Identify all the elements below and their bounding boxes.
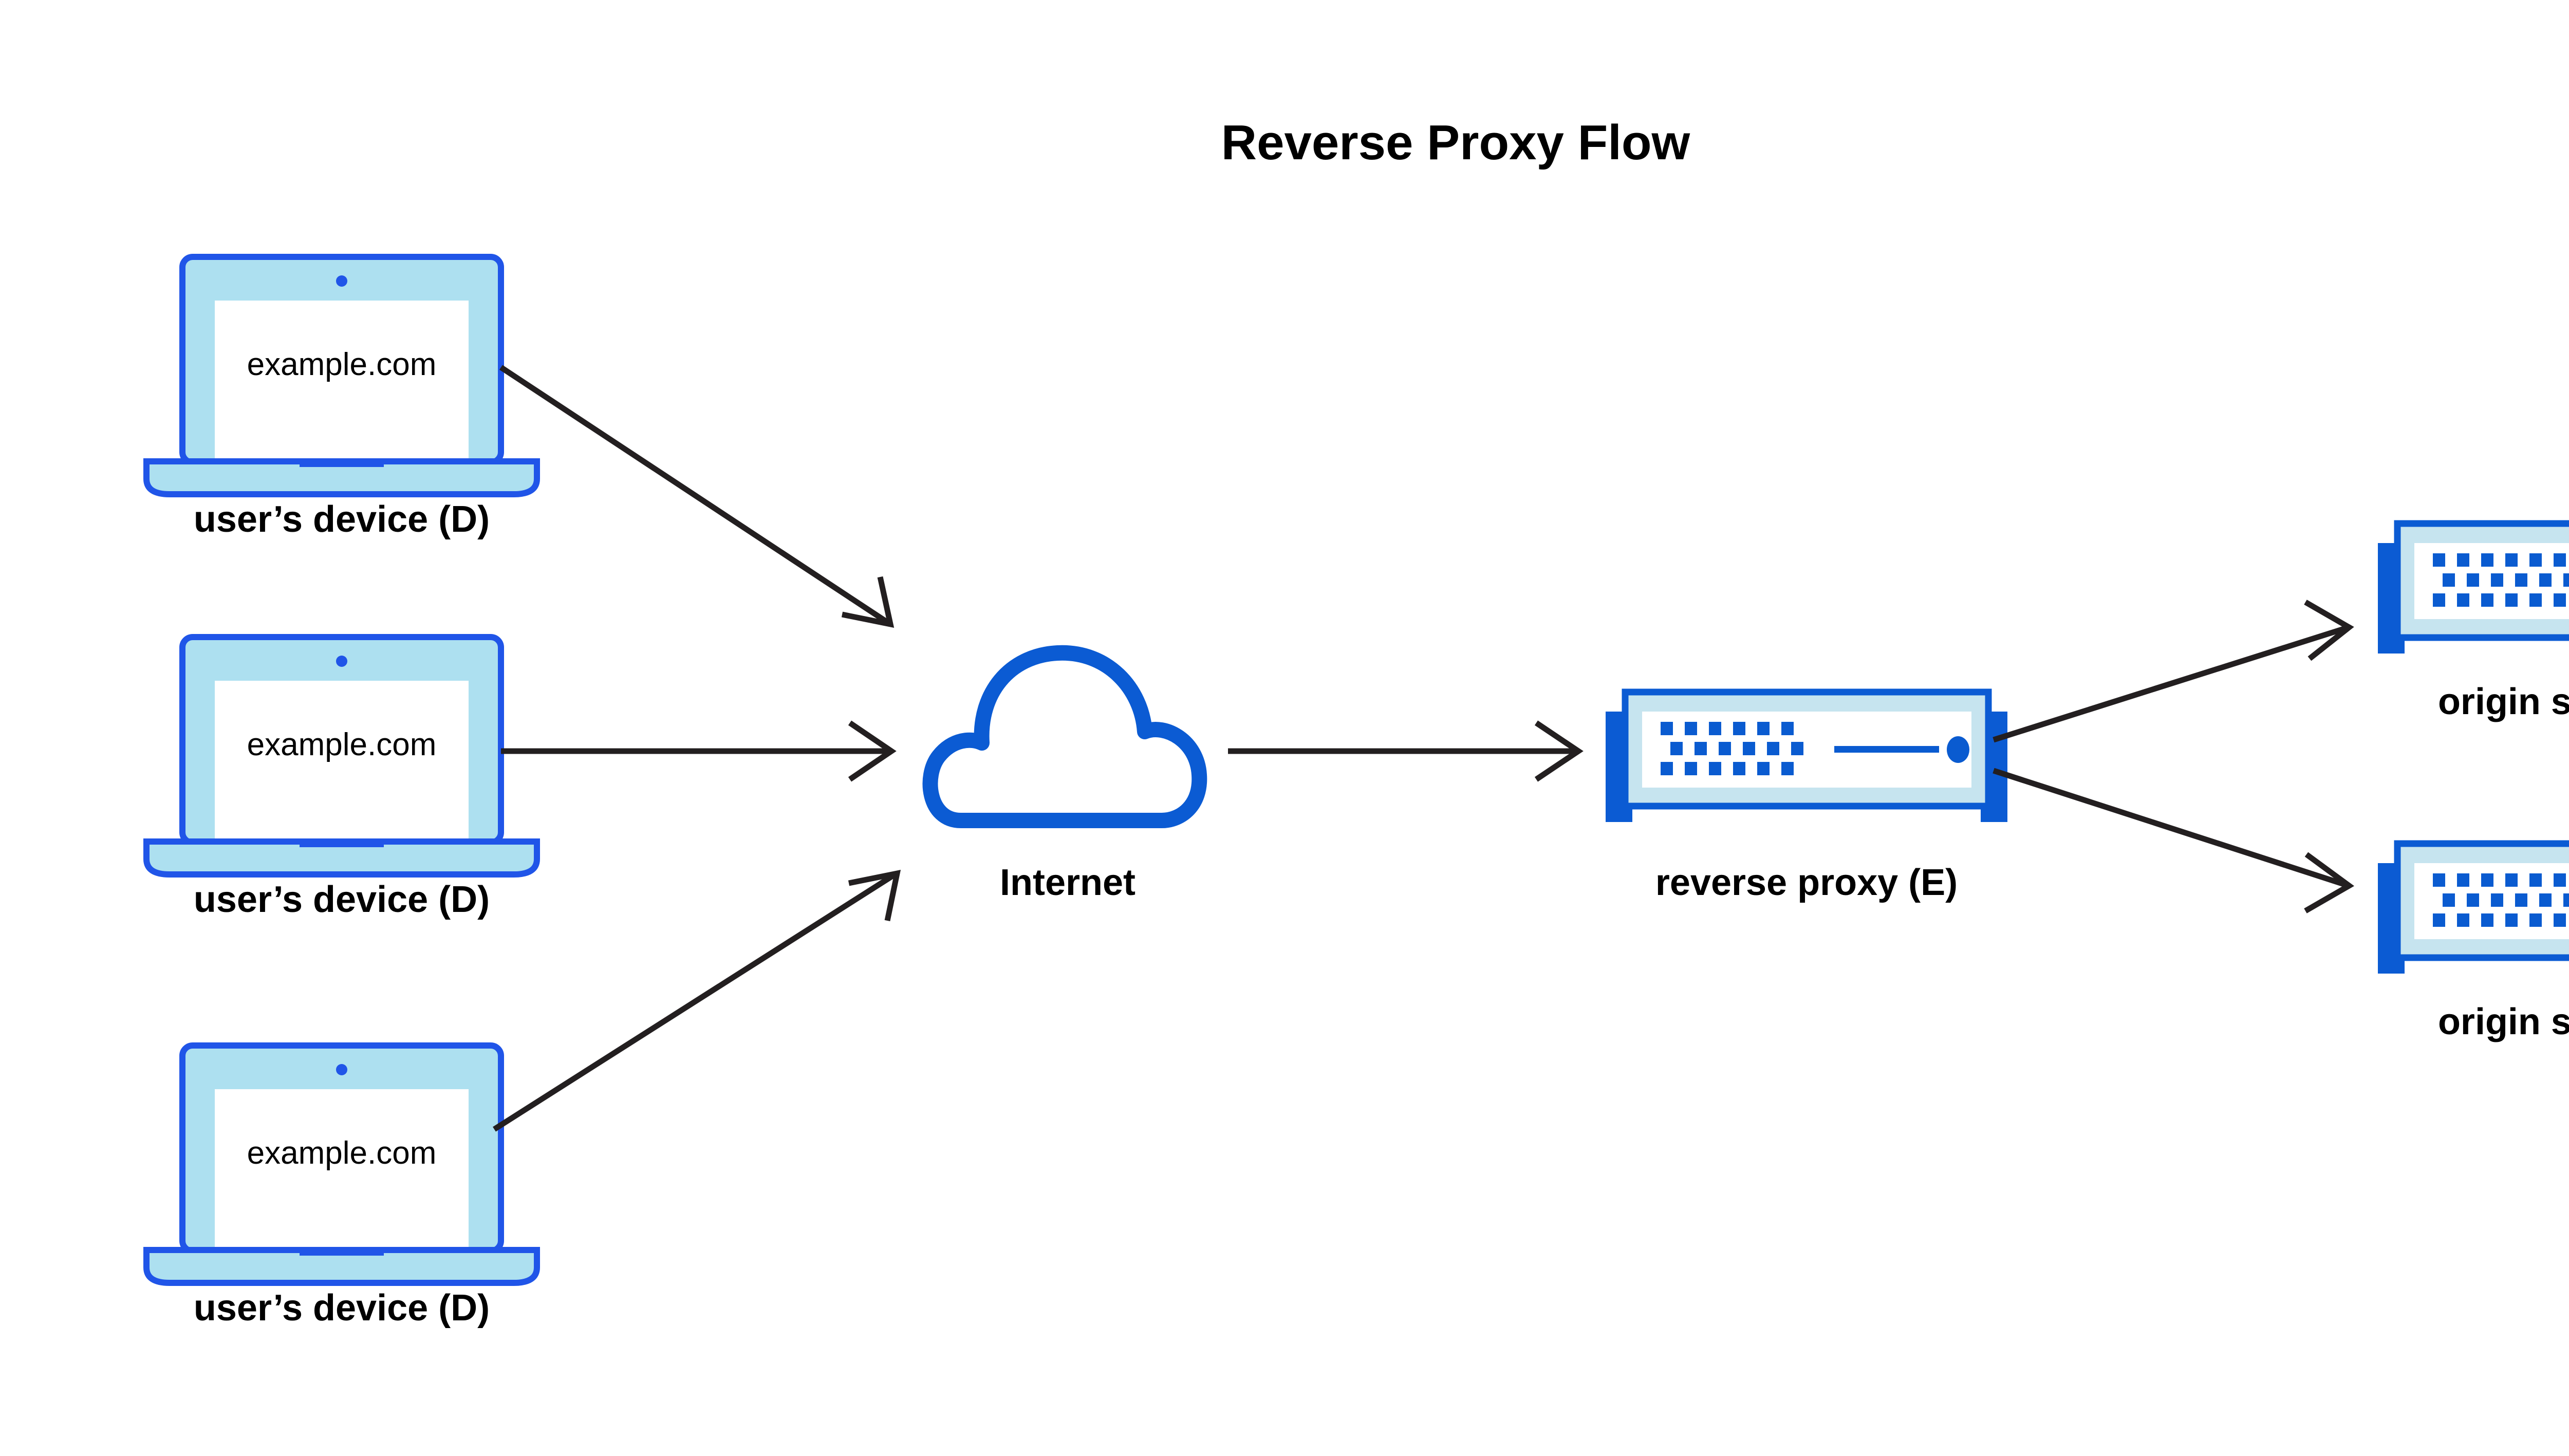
node-label-user-device-bottom: user’s device (D) (194, 1287, 490, 1329)
laptop-screen-text: example.com (247, 727, 437, 762)
server-icon (2378, 840, 2569, 974)
server-status-bar-icon (1834, 746, 1939, 753)
laptop-screen (215, 681, 469, 841)
edge-proxy-to-origin-bottom (1993, 768, 2355, 913)
server-port-grid-icon (2433, 873, 2569, 927)
laptop-screen (215, 1089, 469, 1249)
node-label-internet: Internet (1000, 862, 1135, 903)
laptop-notch (300, 839, 384, 847)
node-origin-server-top[interactable]: origin server (F) (2378, 520, 2569, 722)
server-icon (1606, 688, 2007, 822)
server-port-grid-icon (1661, 722, 1803, 775)
laptop-icon (143, 634, 540, 878)
laptop-base (143, 838, 540, 878)
server-icon (2378, 520, 2569, 654)
laptop-icon (143, 1042, 540, 1286)
node-label-reverse-proxy: reverse proxy (E) (1655, 862, 1958, 903)
laptop-screen-text: example.com (247, 1135, 437, 1171)
edge-proxy-to-origin-top (1993, 600, 2354, 743)
laptop-screen (215, 301, 469, 461)
node-label-origin-server-top: origin server (F) (2438, 681, 2569, 722)
edge-device-bottom-to-internet (493, 869, 901, 1132)
edge-device-middle-to-internet (501, 720, 897, 782)
laptop-base (143, 458, 540, 497)
node-user-device-top[interactable]: example.com user’s device (D) (143, 254, 540, 540)
cloud-icon (922, 645, 1207, 828)
laptop-screen-text: example.com (247, 347, 437, 382)
node-user-device-middle[interactable]: example.com user’s device (D) (143, 634, 540, 920)
laptop-camera-icon (336, 275, 347, 287)
server-port-grid-icon (2433, 553, 2569, 607)
server-led-icon (1947, 736, 1969, 763)
laptop-icon (143, 254, 540, 497)
laptop-camera-icon (336, 656, 347, 667)
node-label-origin-server-bottom: origin server (F) (2438, 1001, 2569, 1042)
node-user-device-bottom[interactable]: example.com user’s device (D) (143, 1042, 540, 1329)
edge-device-top-to-internet (499, 365, 895, 628)
diagram-title: Reverse Proxy Flow (1221, 115, 1690, 170)
laptop-base (143, 1247, 540, 1286)
node-origin-server-bottom[interactable]: origin server (F) (2378, 840, 2569, 1042)
laptop-notch (300, 459, 384, 467)
node-label-user-device-middle: user’s device (D) (194, 879, 490, 920)
laptop-notch (300, 1247, 384, 1256)
edge-internet-to-proxy (1228, 720, 1584, 782)
node-internet[interactable]: Internet (922, 645, 1207, 903)
laptop-camera-icon (336, 1064, 347, 1075)
node-label-user-device-top: user’s device (D) (194, 499, 490, 540)
node-reverse-proxy[interactable]: reverse proxy (E) (1606, 688, 2007, 903)
